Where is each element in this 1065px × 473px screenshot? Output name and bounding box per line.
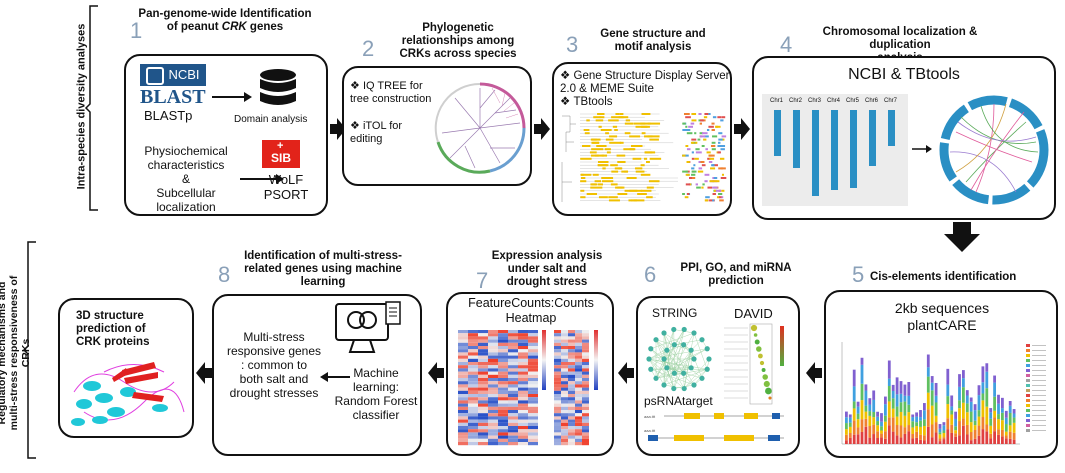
svg-text:aaa.ttt: aaa.ttt	[644, 414, 656, 419]
chromosome-bar	[812, 110, 819, 196]
david-label: DAVID	[734, 306, 773, 321]
chromosome-panel: Chr1 Chr2 Chr3 Chr4 Chr5 Chr6 Chr7	[762, 94, 908, 206]
gsds-meme-bullet: ❖ Gene Structure Display Server 2.0 & ME…	[560, 70, 730, 95]
arrow-blast-to-db	[212, 92, 252, 102]
chromosome-label: Chr3	[808, 98, 822, 104]
step3-number: 3	[566, 32, 579, 57]
itol-bullet: ❖ iTOL for editing	[350, 120, 403, 145]
arrow-3-to-4	[734, 118, 750, 140]
mirna-target-image: aaa.ttt aaa.ttt	[644, 413, 784, 441]
blastp-label: BLASTp	[144, 108, 193, 123]
arrow-8-to-9	[196, 362, 212, 384]
go-dotplot-image	[724, 323, 784, 405]
step5-number: 5	[852, 262, 865, 287]
arrow-physio-to-wolf	[240, 174, 284, 184]
circos-plot-image	[939, 95, 1049, 205]
ncbi-logo: NCBI	[140, 64, 206, 86]
phylogenetic-tree-image	[434, 82, 526, 174]
arrow-6-to-7	[618, 362, 634, 384]
chromosome-label: Chr5	[846, 98, 860, 104]
chromosome-bar	[869, 110, 876, 166]
iqtree-bullet: ❖ IQ TREE for tree construction	[350, 80, 432, 105]
psrnatarget-label: psRNAtarget	[644, 394, 713, 408]
chromosome-bar	[774, 110, 781, 156]
chromosome-bar	[850, 110, 857, 188]
chromosome-label: Chr4	[827, 98, 841, 104]
machine-learning-icon	[335, 301, 401, 353]
step1-number: 1	[130, 18, 143, 43]
bottom-bracket	[22, 241, 36, 459]
step3-box: ❖ Gene Structure Display Server 2.0 & ME…	[552, 62, 732, 216]
expression-heatmap-image	[458, 330, 598, 446]
chromosome-label: Chr2	[789, 98, 803, 104]
step2-number: 2	[362, 36, 375, 61]
side-label-intra: Intra-species diversity analyses	[75, 23, 88, 190]
step2-box: ❖ IQ TREE for tree construction ❖ iTOL f…	[342, 66, 532, 186]
svg-text:aaa.ttt: aaa.ttt	[644, 428, 656, 433]
step4-number: 4	[780, 32, 793, 57]
arrow-5-to-6	[806, 362, 822, 384]
chromosome-bar	[793, 110, 800, 168]
arrow-2-to-3	[534, 118, 550, 140]
domain-analysis-label: Domain analysis	[234, 114, 308, 125]
gene-structure-image	[561, 113, 727, 202]
arrow-ml-to-genes	[320, 372, 350, 382]
chromosome-label: Chr6	[865, 98, 879, 104]
ppi-network-image	[646, 326, 712, 392]
arrow-4-to-5	[944, 222, 980, 252]
step8-title: Identification of multi-stress-related g…	[244, 250, 402, 288]
step1-title: Pan-genome-wide Identification of peanut…	[138, 8, 312, 33]
step7-number: 7	[476, 268, 489, 293]
step1-box: NCBI BLAST BLASTp Domain analysis Physio…	[124, 54, 328, 216]
top-bracket	[84, 5, 98, 211]
protein-structure-image	[71, 362, 185, 426]
string-label: STRING	[652, 306, 698, 320]
arrow-7-to-8	[428, 362, 444, 384]
blast-logo: BLAST	[140, 86, 206, 108]
arrow-chr-to-circos	[912, 145, 932, 153]
cis-elements-bar-chart	[841, 342, 1046, 445]
database-icon	[260, 69, 296, 105]
chromosome-label: Chr1	[770, 98, 784, 104]
step6-number: 6	[644, 262, 657, 287]
tbtools-bullet: ❖ TBtools	[560, 96, 613, 108]
sib-logo: +SIB	[262, 140, 300, 168]
step8-number: 8	[218, 262, 231, 287]
chromosome-label: Chr7	[884, 98, 898, 104]
arrow-1-to-2	[330, 118, 346, 140]
chromosome-bar	[888, 110, 895, 146]
step5-title: Cis-elements identification	[870, 271, 1017, 283]
chromosome-bar	[831, 110, 838, 190]
ncbi-tbtools-header: NCBI & TBtools	[848, 66, 960, 83]
step6-box: STRING DAVID psRNAtarget aaa.ttt aaa.ttt	[636, 296, 800, 456]
